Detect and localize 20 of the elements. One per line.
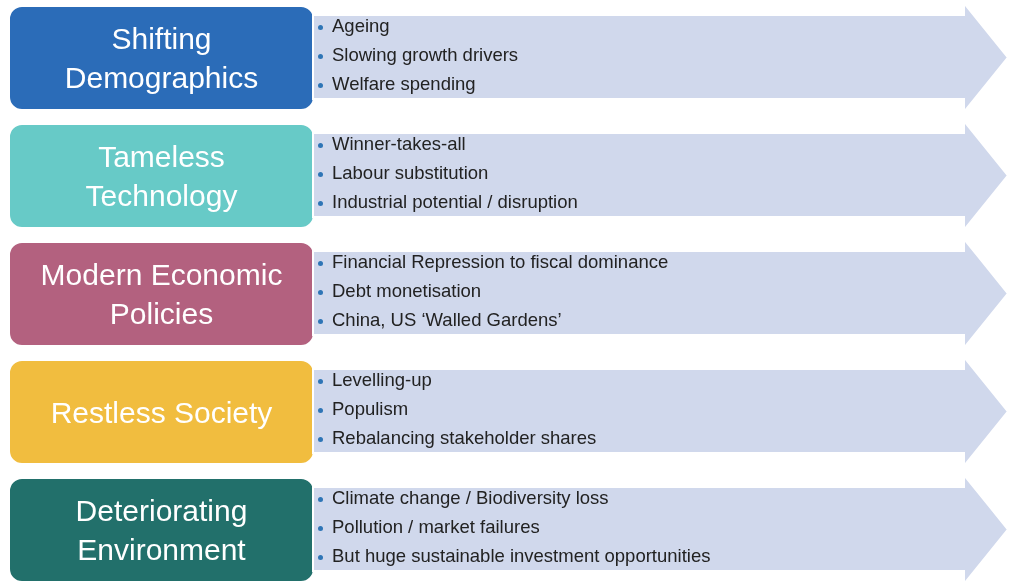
bullet-text: Industrial potential / disruption [332,191,578,212]
category-box: Deteriorating Environment [8,477,315,583]
category-box: Shifting Demographics [8,5,315,111]
bullet-text: Levelling-up [332,369,432,390]
category-box: Tameless Technology [8,123,315,229]
bullet-text: Welfare spending [332,73,476,94]
bullet-text: Populism [332,398,409,419]
bullet-text: Labour substitution [332,162,489,183]
bullet-text: China, US ‘Walled Gardens’ [332,309,562,330]
bullet-text: Rebalancing stakeholder shares [332,427,597,448]
bullet-text: Winner-takes-all [332,133,466,154]
bullet-text: Slowing growth drivers [332,44,519,65]
category-box: Modern Economic Policies [8,241,315,347]
bullet-text: Climate change / Biodiversity loss [332,487,609,508]
bullet-text: Pollution / market failures [332,516,540,537]
bullet-text: Debt monetisation [332,280,482,301]
bullet-text: Financial Repression to fiscal dominance [332,251,669,272]
bullet-text: But huge sustainable investment opportunities [332,545,711,566]
bullet-text: Ageing [332,15,390,36]
category-box: Restless Society [8,359,315,465]
